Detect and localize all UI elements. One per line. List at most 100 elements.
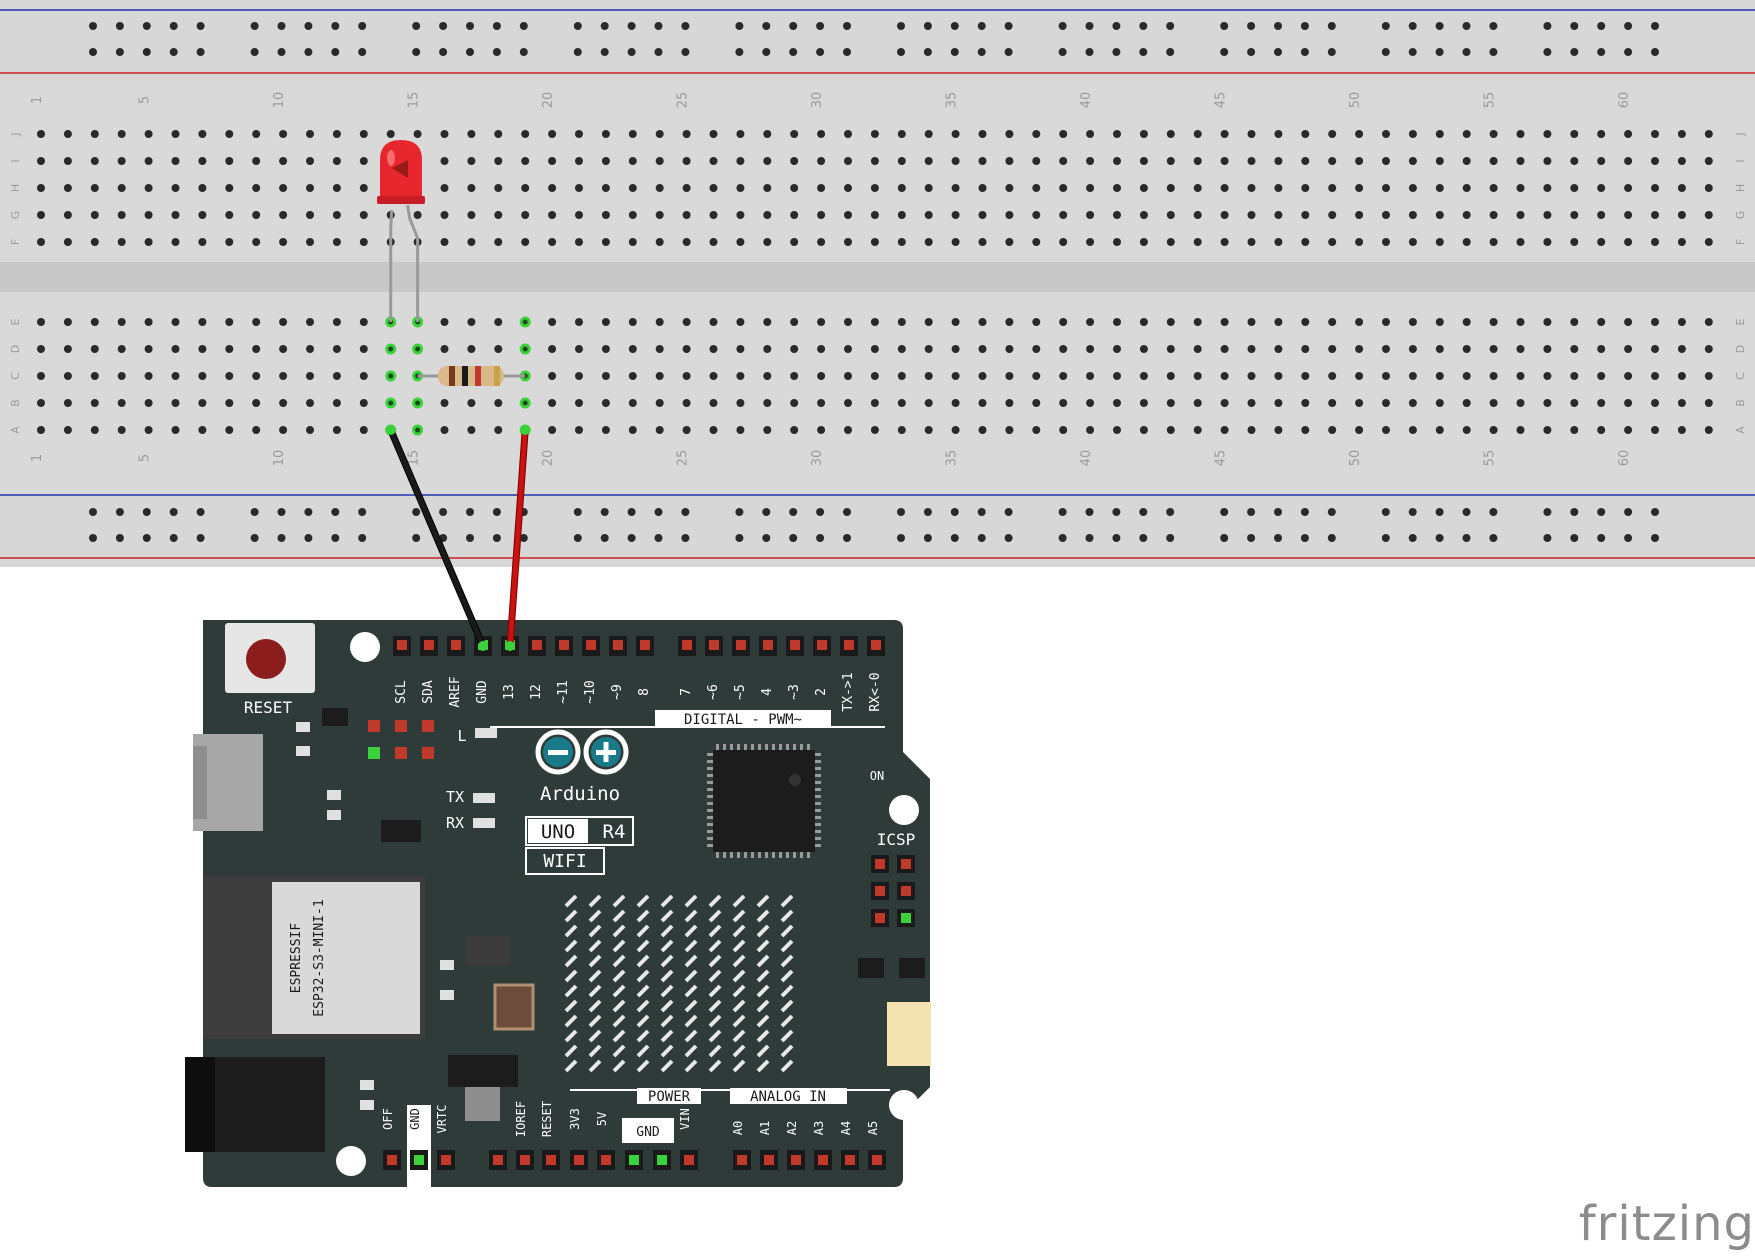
breadboard-hole <box>655 130 664 138</box>
breadboard-hole <box>1005 211 1014 219</box>
row-letter: F <box>1734 239 1747 245</box>
breadboard-hole <box>359 211 368 219</box>
rail-hole <box>1300 22 1309 30</box>
rail-hole <box>277 48 286 56</box>
breadboard-hole <box>951 184 960 192</box>
breadboard-hole <box>252 238 261 246</box>
breadboard-hole <box>144 157 153 165</box>
rail-hole <box>654 48 663 56</box>
breadboard-hole <box>870 130 879 138</box>
mcu-pin <box>716 852 719 858</box>
breadboard-hole <box>171 426 180 434</box>
breadboard-hole <box>1139 426 1148 434</box>
matrix-led <box>588 1014 602 1028</box>
analog-pin-label: A0 <box>731 1121 745 1135</box>
breadboard-hole <box>1435 130 1444 138</box>
breadboard-hole <box>1032 130 1041 138</box>
breadboard-hole <box>279 345 288 353</box>
analog-pin-label: A5 <box>866 1121 880 1135</box>
mcu-pin <box>815 774 821 777</box>
rail-hole <box>439 48 448 56</box>
breadboard-hole <box>844 130 852 138</box>
rail-hole <box>923 508 932 516</box>
rail-hole <box>1543 534 1552 542</box>
breadboard-hole <box>171 399 180 407</box>
matrix-led <box>684 909 698 923</box>
breadboard-hole <box>1597 399 1606 407</box>
breadboard-hole <box>440 211 449 219</box>
rail-hole <box>1381 22 1390 30</box>
mcu-pin <box>707 830 713 833</box>
breadboard-hole <box>1570 157 1579 165</box>
matrix-led <box>660 1014 674 1028</box>
breadboard-hole <box>332 130 341 138</box>
matrix-led <box>636 924 650 938</box>
breadboard-hole <box>817 372 826 380</box>
breadboard-hole <box>359 130 368 138</box>
breadboard-hole <box>279 130 288 138</box>
breadboard-hole <box>171 345 180 353</box>
breadboard-hole <box>252 211 261 219</box>
breadboard-hole <box>225 372 234 380</box>
mcu-pin <box>707 837 713 840</box>
breadboard-hole <box>90 130 99 138</box>
breadboard-hole <box>37 130 45 138</box>
matrix-led <box>756 939 770 953</box>
breadboard-hole <box>709 426 718 434</box>
breadboard-hole <box>575 157 583 165</box>
breadboard-hole <box>601 345 610 353</box>
breadboard-hole <box>252 399 261 407</box>
rail-hole <box>169 508 178 516</box>
breadboard-hole <box>332 318 341 326</box>
breadboard-hole <box>198 345 207 353</box>
matrix-led <box>708 1014 722 1028</box>
breadboard-hole <box>63 184 72 192</box>
matrix-led <box>612 1044 626 1058</box>
breadboard-hole <box>1193 238 1202 246</box>
model-name: UNO <box>541 821 575 843</box>
rail-hole <box>358 48 367 56</box>
rail-hole <box>1489 22 1498 30</box>
matrix-led <box>636 999 650 1013</box>
rail-hole <box>816 48 825 56</box>
breadboard-hole <box>736 157 745 165</box>
matrix-led <box>588 909 602 923</box>
breadboard-hole <box>252 130 261 138</box>
breadboard-hole <box>575 426 583 434</box>
rail-hole <box>897 534 905 542</box>
breadboard-hole <box>763 426 772 434</box>
breadboard-hole <box>90 157 99 165</box>
breadboard-hole <box>279 372 288 380</box>
row-letter: H <box>9 184 22 192</box>
breadboard-hole <box>844 399 852 407</box>
esp32-module-can <box>272 882 420 1034</box>
matrix-led <box>756 969 770 983</box>
breadboard-hole <box>225 211 234 219</box>
rail-hole <box>977 22 986 30</box>
matrix-led <box>684 954 698 968</box>
breadboard-hole <box>37 426 45 434</box>
matrix-led <box>636 894 650 908</box>
breadboard-hole <box>548 372 557 380</box>
breadboard-hole <box>332 399 341 407</box>
icsp-label: ICSP <box>877 830 916 849</box>
breadboard-hole <box>601 426 610 434</box>
matrix-led <box>708 939 722 953</box>
rail-hole <box>1597 22 1606 30</box>
rail-hole <box>816 22 825 30</box>
header-pin <box>414 1155 424 1165</box>
breadboard-hole <box>790 184 799 192</box>
breadboard-hole <box>1435 184 1444 192</box>
mcu-pin <box>815 809 821 812</box>
mounting-hole <box>889 795 919 825</box>
regulator <box>448 1055 518 1087</box>
breadboard-hole <box>1328 211 1337 219</box>
breadboard-hole <box>1704 426 1713 434</box>
breadboard-hole <box>1220 345 1229 353</box>
breadboard-hole <box>90 372 99 380</box>
rail-hole <box>1139 22 1148 30</box>
rail-hole <box>358 534 367 542</box>
rail-hole <box>735 48 744 56</box>
column-number: 40 <box>1079 92 1094 109</box>
mcu-pin <box>815 788 821 791</box>
